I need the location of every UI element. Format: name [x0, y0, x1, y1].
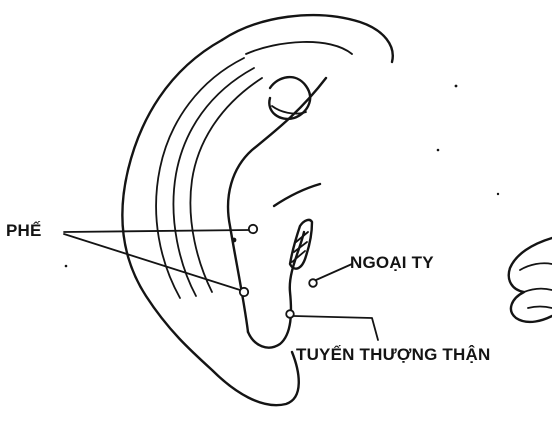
- leader-tuyen-thuong-than: [294, 316, 378, 340]
- point-tuyen-thuong-than: [286, 310, 294, 318]
- ear-outline: [122, 40, 298, 405]
- ear-top-outline: [222, 15, 393, 62]
- helix-inner-ridge: [246, 42, 352, 54]
- label-tuyen-thuong-than: TUYẾN THƯỢNG THẬN: [296, 346, 490, 363]
- stray-mark-3: [497, 193, 499, 195]
- point-phe-lower: [240, 288, 248, 296]
- hand-finger-2: [524, 289, 552, 292]
- leader-ngoai-ty: [316, 264, 352, 280]
- lobe-inner: [248, 232, 304, 348]
- point-phe-upper: [249, 225, 257, 233]
- helix-fold-inner: [190, 78, 262, 292]
- hand-finger-1: [520, 263, 552, 270]
- label-phe: PHẾ: [6, 222, 42, 239]
- label-ngoai-ty: NGOẠI TY: [350, 254, 434, 271]
- stray-mark-1: [455, 85, 458, 88]
- hand-outline: [509, 238, 552, 322]
- hand-finger-3: [528, 307, 552, 309]
- helix-fold-middle: [173, 68, 254, 296]
- leader-phe-upper: [64, 230, 249, 232]
- crus-of-helix: [274, 184, 320, 206]
- leader-phe-lower: [64, 234, 240, 290]
- stray-mark-2: [437, 149, 440, 152]
- ear-speck: [232, 238, 237, 243]
- stray-mark-4: [65, 265, 68, 268]
